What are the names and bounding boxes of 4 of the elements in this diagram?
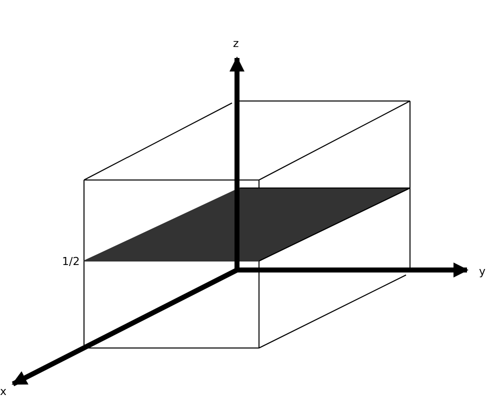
level-label: 1/2: [62, 256, 80, 268]
axis-label: x: [0, 386, 7, 398]
axis-label: y: [479, 266, 486, 278]
axis-label: z: [233, 38, 239, 50]
